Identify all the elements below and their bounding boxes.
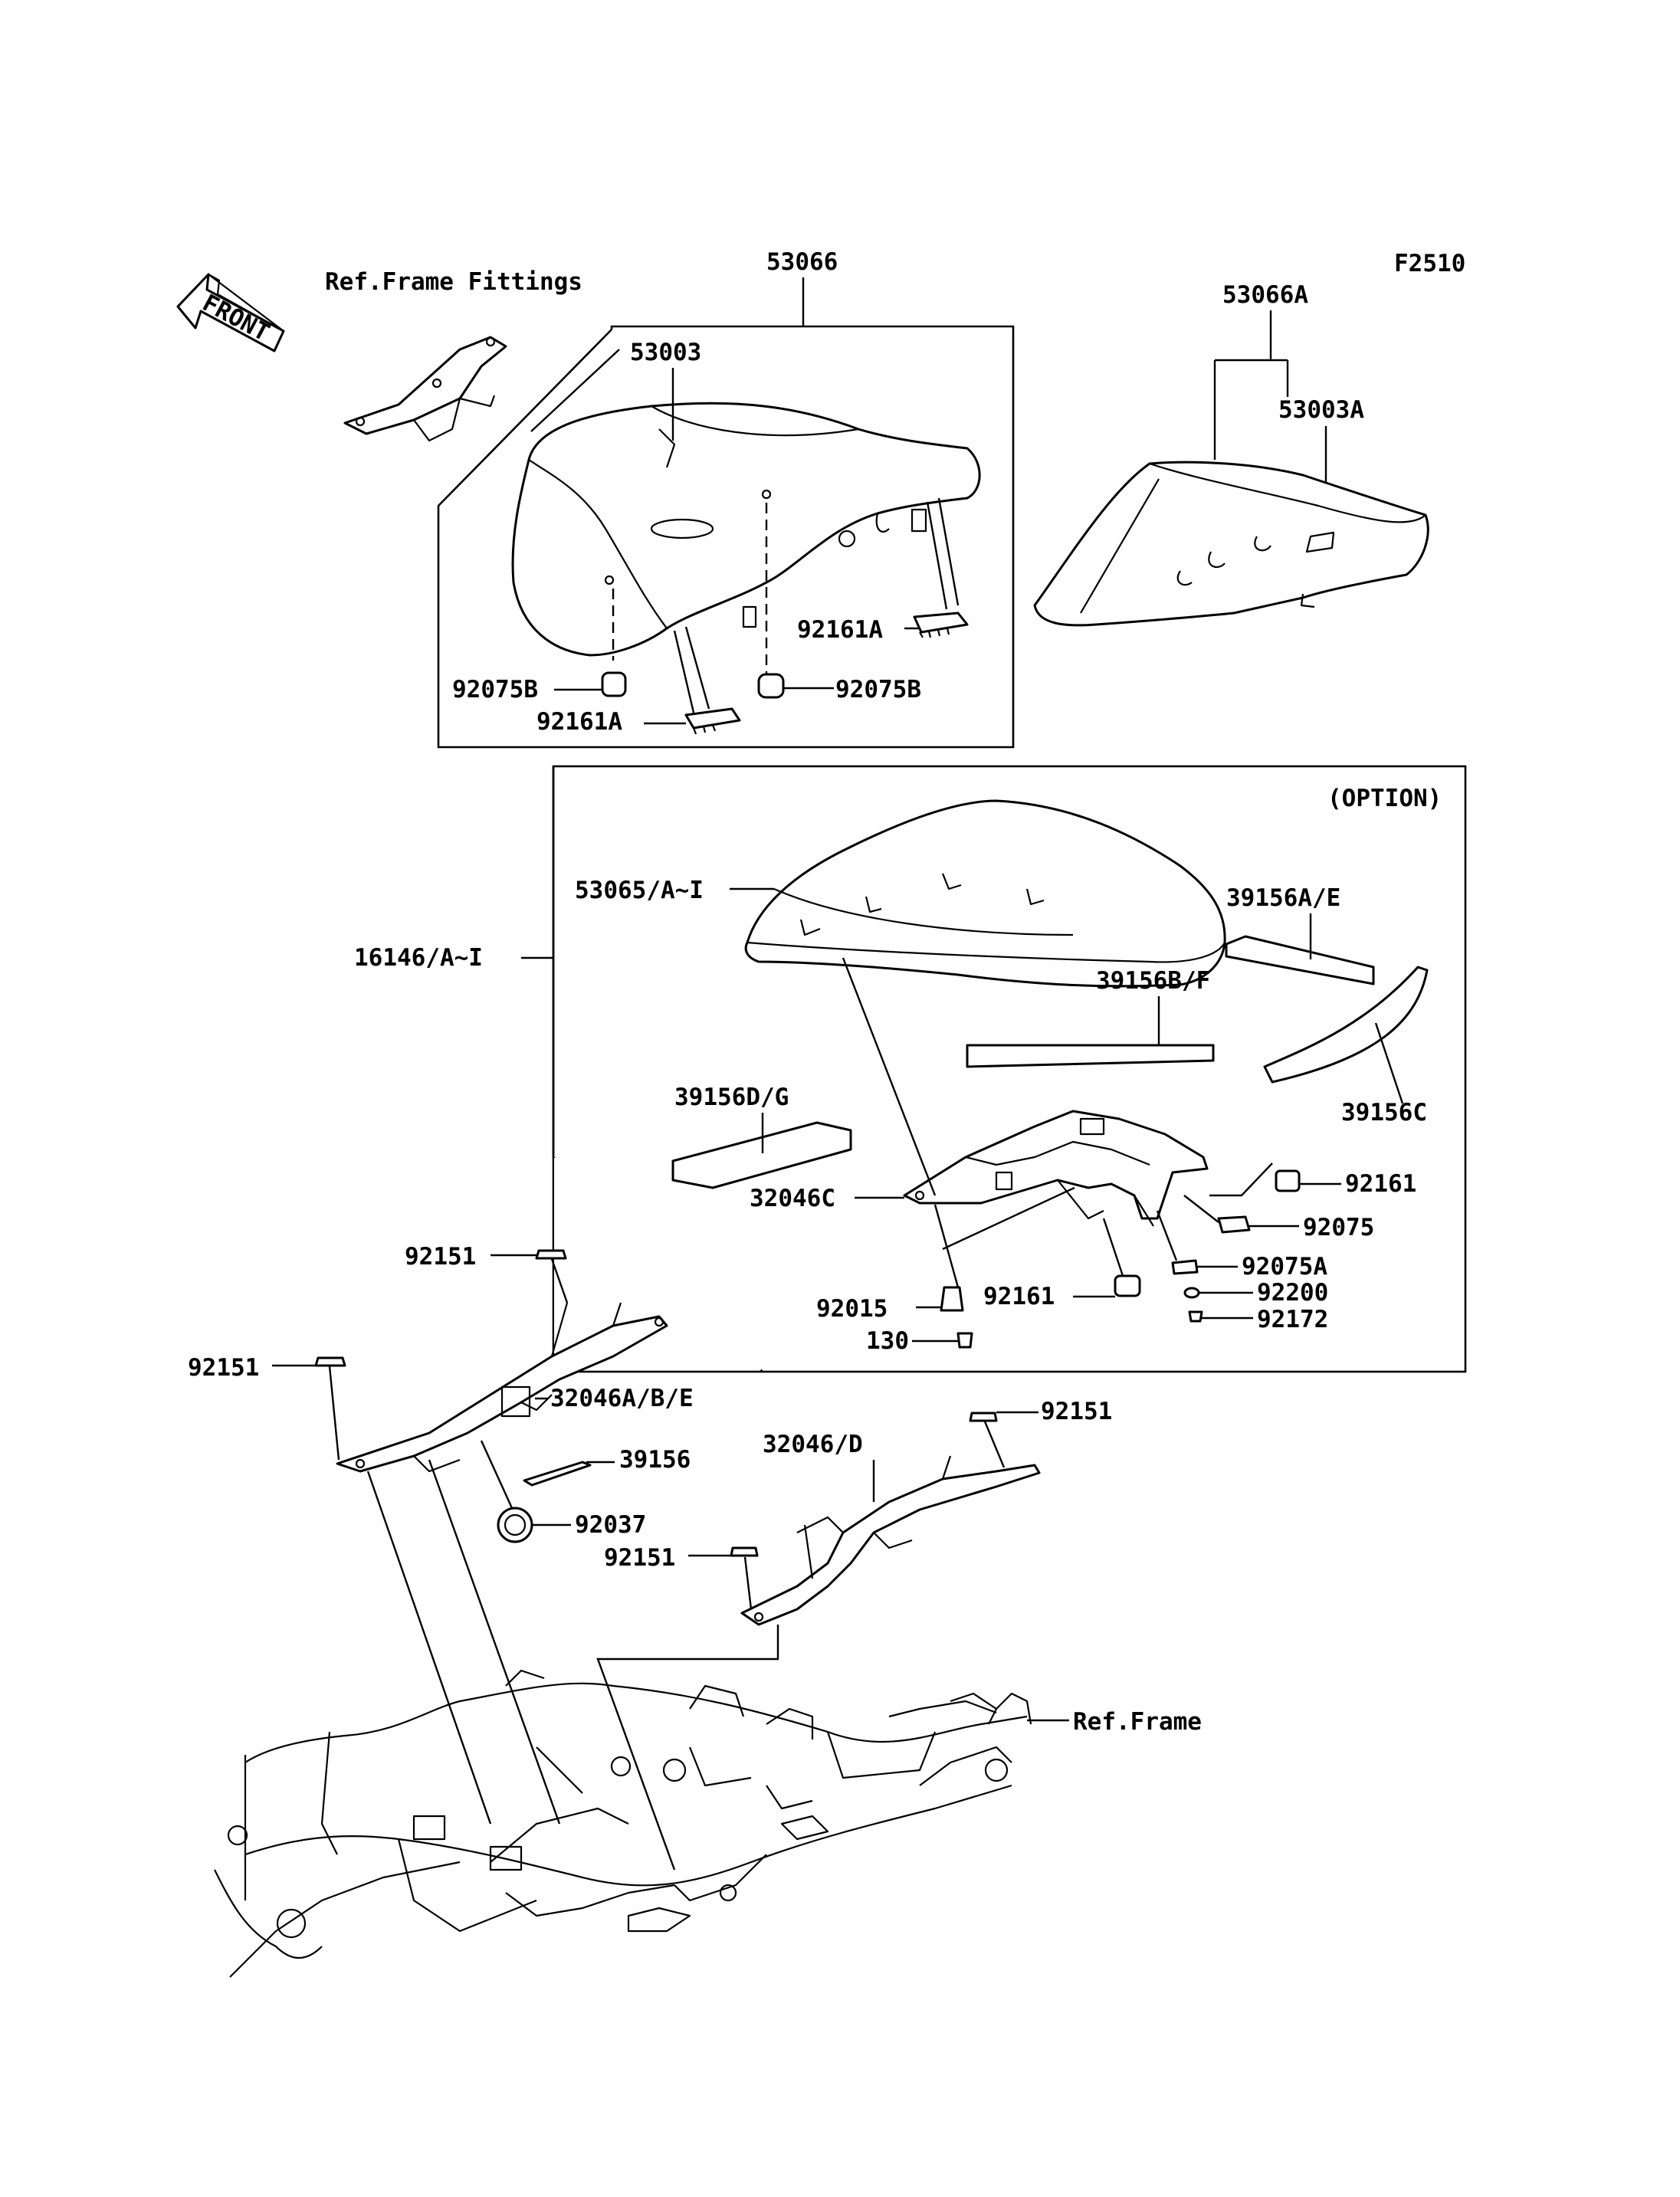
label-92151-1: 92151 xyxy=(405,1243,476,1271)
spacer xyxy=(1183,1287,1200,1299)
label-92151-4: 92151 xyxy=(1041,1398,1112,1425)
collar xyxy=(940,1286,964,1312)
damper-b-left xyxy=(601,671,627,697)
label-92172: 92172 xyxy=(1257,1306,1328,1333)
pad-39156 xyxy=(523,1461,592,1487)
label-53003: 53003 xyxy=(630,339,701,366)
front-arrow-icon: FRONT xyxy=(176,273,285,353)
label-92075b-right: 92075B xyxy=(835,676,921,703)
label-39156dg: 39156D/G xyxy=(674,1084,789,1111)
label-92161a-left: 92161A xyxy=(536,708,622,736)
label-39156ae: 39156A/E xyxy=(1226,884,1340,912)
ref-frame-label: Ref.Frame xyxy=(1073,1708,1202,1736)
bracket-c xyxy=(903,1110,1209,1227)
hook-a-left xyxy=(684,707,741,735)
label-92075: 92075 xyxy=(1303,1214,1374,1241)
label-92075a: 92075A xyxy=(1242,1253,1327,1280)
label-53066: 53066 xyxy=(766,248,838,276)
label-39156bf: 39156B/F xyxy=(1096,967,1210,995)
damper-a xyxy=(1171,1259,1199,1275)
damper-b-right xyxy=(757,673,785,699)
label-92037: 92037 xyxy=(575,1511,646,1539)
bolt-small xyxy=(1188,1310,1203,1323)
bolt-2 xyxy=(314,1356,346,1367)
option-label: (OPTION) xyxy=(1327,785,1442,812)
bolt-3 xyxy=(730,1546,759,1557)
label-92151-2: 92151 xyxy=(188,1354,259,1382)
bolt-130 xyxy=(956,1332,973,1349)
bolt-4 xyxy=(969,1412,998,1422)
label-53003a: 53003A xyxy=(1278,396,1364,424)
hook-a-right xyxy=(913,612,969,638)
bolt-1 xyxy=(535,1249,567,1260)
damper xyxy=(1217,1215,1251,1234)
front-label: FRONT xyxy=(198,289,274,347)
pad-ae xyxy=(1225,935,1375,985)
label-53066a: 53066A xyxy=(1222,281,1308,309)
hook-2 xyxy=(1114,1274,1141,1297)
diagram-code: F2510 xyxy=(1394,250,1465,277)
label-130: 130 xyxy=(866,1327,909,1355)
clamp xyxy=(497,1507,533,1543)
pad-c xyxy=(1263,966,1429,1084)
label-92161-right: 92161 xyxy=(1345,1170,1416,1198)
pad-bf xyxy=(966,1044,1215,1068)
label-92015: 92015 xyxy=(816,1295,888,1323)
frame-fitting-bracket xyxy=(343,336,507,442)
bracket-d xyxy=(740,1455,1041,1626)
hook-1 xyxy=(1275,1169,1301,1192)
label-16146: 16146/A~I xyxy=(354,944,483,972)
rear-seat xyxy=(1033,461,1429,627)
label-32046d: 32046/D xyxy=(763,1431,863,1458)
label-92161a-right: 92161A xyxy=(797,616,883,644)
ref-frame-fittings-label: Ref.Frame Fittings xyxy=(325,268,582,296)
label-92151-3: 92151 xyxy=(604,1544,675,1572)
motorcycle-frame xyxy=(214,1669,1032,1978)
label-32046c: 32046C xyxy=(750,1185,835,1212)
label-39156c: 39156C xyxy=(1341,1099,1427,1126)
bracket-abe xyxy=(336,1302,668,1473)
seat-assy-box xyxy=(437,325,1015,749)
label-92161-mid: 92161 xyxy=(983,1283,1055,1310)
label-32046abe: 32046A/B/E xyxy=(550,1385,694,1412)
front-seat xyxy=(511,402,981,657)
label-39156: 39156 xyxy=(619,1446,691,1474)
label-92200: 92200 xyxy=(1257,1279,1328,1307)
pad-dg xyxy=(671,1121,852,1189)
label-53065: 53065/A~I xyxy=(575,877,704,904)
label-92075b-left: 92075B xyxy=(452,676,538,703)
seat-cover xyxy=(744,799,1226,988)
